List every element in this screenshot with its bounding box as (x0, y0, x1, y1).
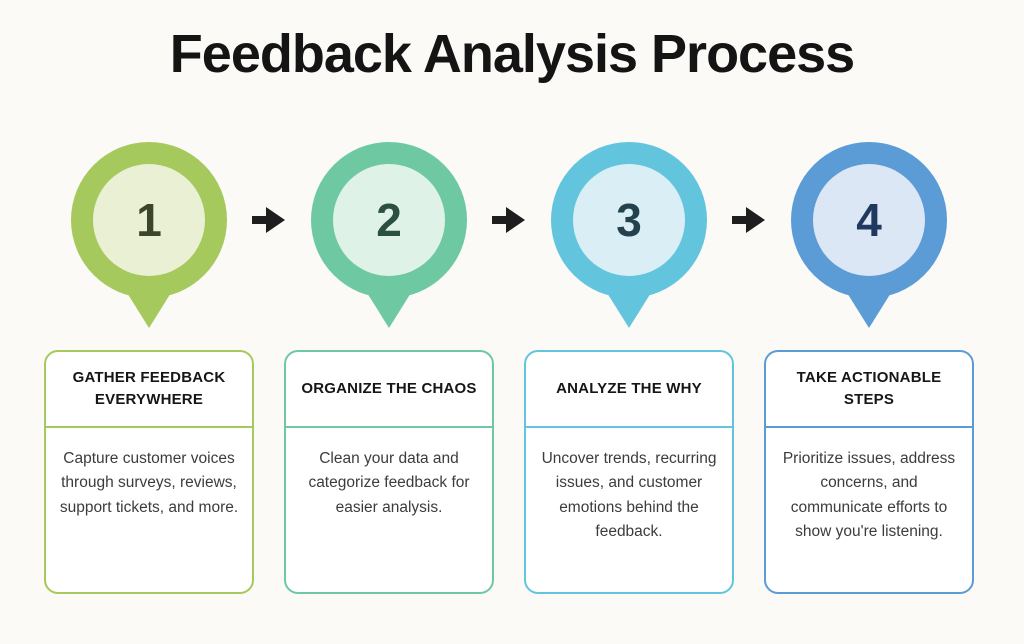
step-3-title: ANALYZE THE WHY (526, 352, 732, 428)
map-pin-icon (311, 142, 467, 328)
step-1-number: 1 (136, 194, 162, 246)
step-column-3: 3 ANALYZE THE WHY Uncover trends, recurr… (524, 142, 734, 594)
step-2-card: ORGANIZE THE CHAOS Clean your data and c… (284, 350, 494, 594)
step-4-title: TAKE ACTIONABLE STEPS (766, 352, 972, 428)
step-3-card: ANALYZE THE WHY Uncover trends, recurrin… (524, 350, 734, 594)
right-arrow-icon (492, 206, 526, 234)
step-column-1: 1 GATHER FEEDBACK EVERYWHERE Capture cus… (44, 142, 254, 594)
step-3-number: 3 (616, 194, 642, 246)
step-column-2: 2 ORGANIZE THE CHAOS Clean your data and… (284, 142, 494, 594)
step-2-title: ORGANIZE THE CHAOS (286, 352, 492, 428)
map-pin-icon (71, 142, 227, 328)
page-title: Feedback Analysis Process (169, 24, 855, 84)
step-2-description: Clean your data and categorize feedback … (308, 450, 470, 516)
step-3-description: Uncover trends, recurring issues, and cu… (541, 450, 717, 541)
right-arrow-icon (252, 206, 286, 234)
step-4-number: 4 (856, 194, 882, 246)
step-1-description: Capture customer voices through surveys,… (59, 450, 239, 516)
right-arrow-icon (732, 206, 766, 234)
map-pin-icon (791, 142, 947, 328)
step-column-4: 4 TAKE ACTIONABLE STEPS Prioritize issue… (764, 142, 974, 594)
step-4-card: TAKE ACTIONABLE STEPS Prioritize issues,… (764, 350, 974, 594)
step-4-pin: 4 (789, 142, 949, 330)
step-1-pin: 1 (69, 142, 229, 330)
step-4-description: Prioritize issues, address concerns, and… (782, 450, 956, 541)
step-1-card: GATHER FEEDBACK EVERYWHERE Capture custo… (44, 350, 254, 594)
step-3-pin: 3 (549, 142, 709, 330)
map-pin-icon (551, 142, 707, 328)
step-1-title: GATHER FEEDBACK EVERYWHERE (46, 352, 252, 428)
process-steps: 1 GATHER FEEDBACK EVERYWHERE Capture cus… (44, 142, 974, 594)
step-2-pin: 2 (309, 142, 469, 330)
step-2-number: 2 (376, 194, 402, 246)
